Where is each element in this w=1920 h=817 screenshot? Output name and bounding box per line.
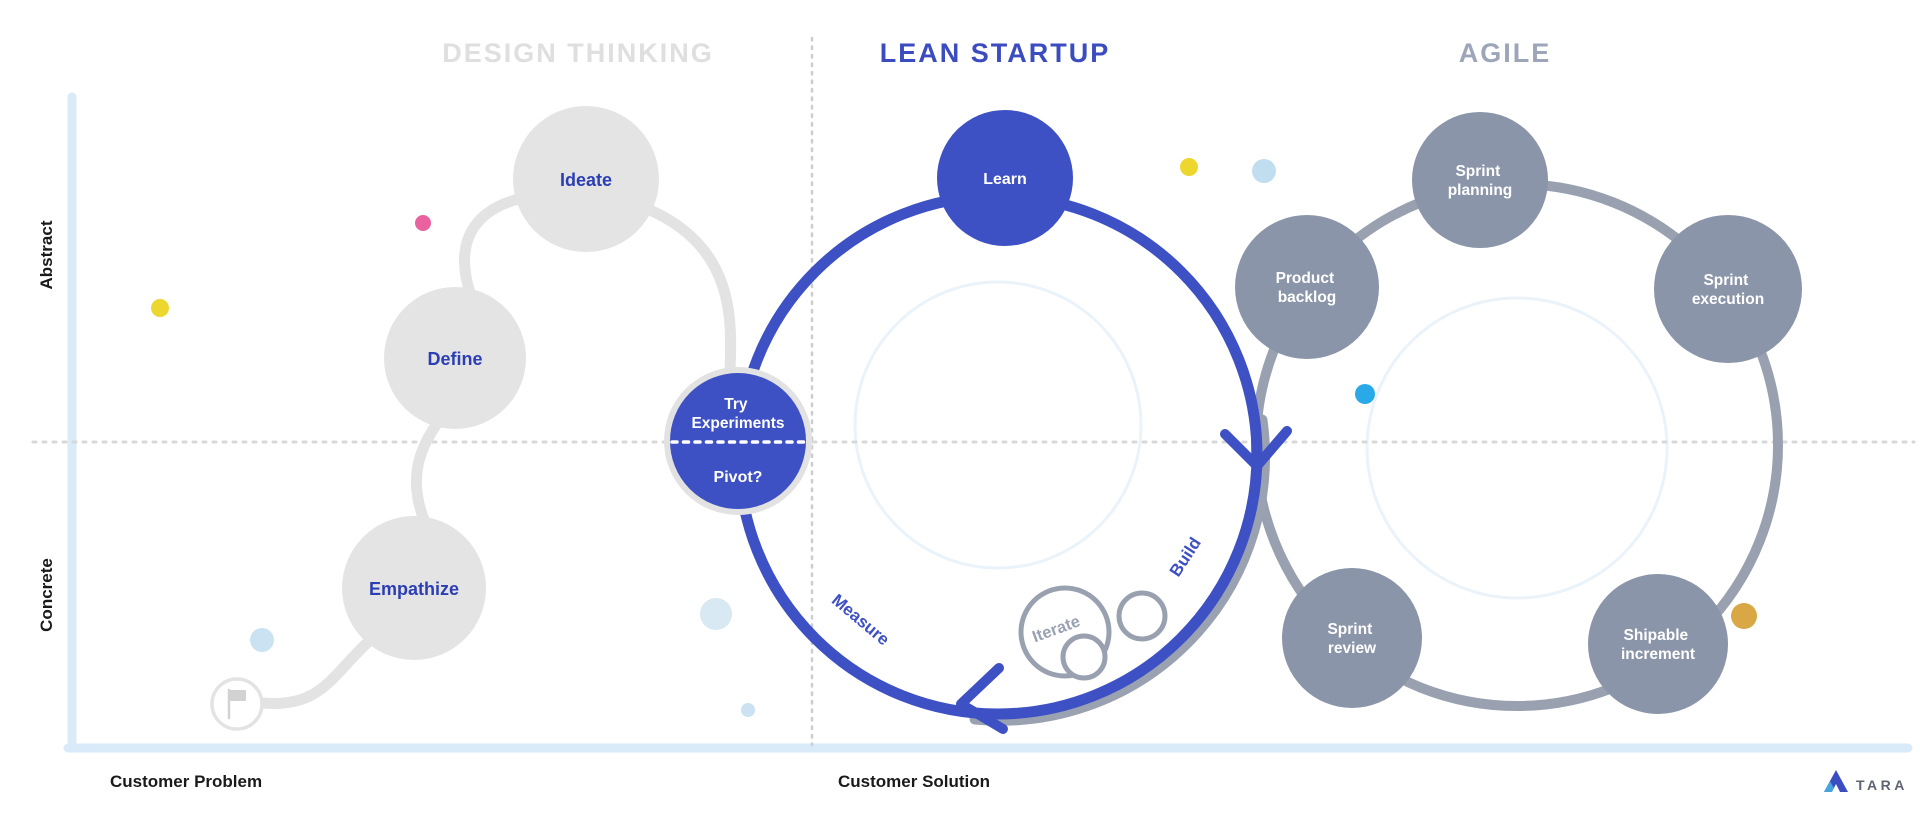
lean-faint-inner-circle — [853, 280, 1143, 570]
iterate-circle-small — [1060, 633, 1108, 681]
dot-softblue-small — [741, 703, 755, 717]
node-shipable-increment: Shipable increment — [1588, 574, 1728, 714]
svg-text:Product backlog: Product backlog — [1276, 270, 1339, 306]
iterate-circle-medium — [1116, 590, 1168, 642]
node-pivot-label: Pivot? — [714, 469, 763, 486]
node-product-backlog: Product backlog — [1235, 215, 1379, 359]
node-define-circle — [384, 287, 526, 429]
dot-gold — [1731, 603, 1757, 629]
mountain-triangle-notch — [1832, 784, 1840, 792]
agile-faint-inner-circle — [1365, 296, 1669, 600]
node-define-label: Define — [427, 349, 482, 369]
connector-flag-empathize — [256, 636, 374, 710]
node-learn-circle — [937, 110, 1073, 246]
lean-arrow-right-icon — [1220, 426, 1292, 471]
dot-softblue-large — [700, 598, 732, 630]
lean-arrow-bottom-icon — [956, 663, 1008, 734]
brand-name: TARA — [1856, 777, 1908, 793]
x-axis-label-customer-solution: Customer Solution — [838, 772, 990, 791]
start-node-circle — [210, 677, 264, 731]
header-lean-startup: LEAN STARTUP — [880, 38, 1111, 68]
node-sprint-review: Sprint review — [1282, 568, 1422, 708]
connector-ideate-try — [644, 204, 737, 378]
build-label: Build — [1166, 534, 1205, 580]
node-empathize-label: Empathize — [369, 579, 459, 599]
dot-lightblue-middle — [1252, 159, 1276, 183]
node-try-label: Try Experiments — [691, 396, 784, 432]
node-ideate-circle — [513, 106, 659, 252]
y-axis-label-concrete: Concrete — [37, 558, 56, 632]
header-design-thinking: DESIGN THINKING — [442, 38, 714, 68]
node-sprint-execution: Sprint execution — [1654, 215, 1802, 363]
connector-empathize-define — [410, 406, 451, 526]
node-sprint-planning: Sprint planning — [1412, 112, 1548, 248]
node-ideate-label: Ideate — [560, 170, 612, 190]
dot-yellow-left — [151, 299, 169, 317]
node-try-pivot-circle — [664, 367, 812, 515]
svg-text:Sprint execution: Sprint execution — [1692, 272, 1764, 308]
svg-text:Sprint review: Sprint review — [1327, 621, 1377, 657]
header-agile: AGILE — [1459, 38, 1552, 68]
svg-text:Sprint planning: Sprint planning — [1448, 163, 1513, 199]
dot-pink — [415, 215, 431, 231]
y-axis-label-abstract: Abstract — [37, 220, 56, 289]
node-learn-label: Learn — [983, 171, 1027, 188]
connector-define-ideate — [459, 190, 538, 299]
brand-logo: TARA — [1824, 770, 1908, 793]
dot-cyan — [1355, 384, 1375, 404]
node-empathize-circle — [342, 516, 486, 660]
svg-text:Shipable increment: Shipable increment — [1621, 627, 1695, 663]
measure-label: Measure — [828, 590, 893, 649]
lean-loop-ring — [733, 190, 1263, 720]
flag-icon — [227, 688, 246, 720]
x-axis-label-customer-problem: Customer Problem — [110, 772, 262, 791]
lean-loop-shadow-arc — [969, 414, 1270, 726]
mountain-triangle-accent — [1824, 781, 1836, 792]
dot-yellow-middle — [1180, 158, 1198, 176]
dot-lightblue-left — [250, 628, 274, 652]
